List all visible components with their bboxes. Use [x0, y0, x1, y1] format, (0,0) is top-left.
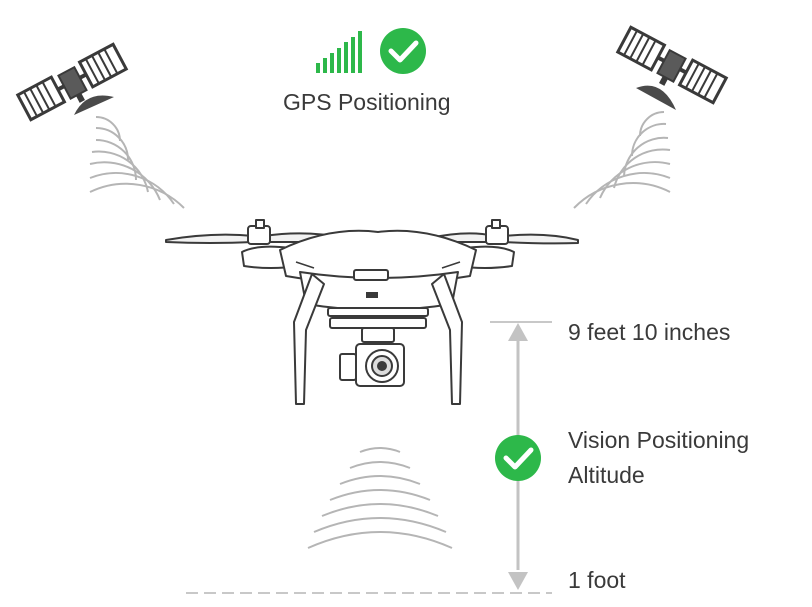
vision-altitude-label: Altitude: [568, 462, 645, 488]
satellite-right-icon: [615, 25, 729, 110]
vision-sensor-waves: [307, 447, 453, 549]
vision-positioning-label: Vision Positioning: [568, 427, 750, 453]
quadcopter-drone-icon: [165, 219, 579, 405]
max-altitude-label: 9 feet 10 inches: [568, 319, 731, 345]
gps-check-circle-icon: [380, 28, 426, 74]
vision-check-circle-icon: [495, 435, 541, 481]
satellite-left-icon: [15, 42, 129, 122]
signal-waves-right: [573, 111, 671, 209]
signal-waves-left: [89, 116, 185, 209]
min-altitude-label: 1 foot: [568, 567, 626, 593]
signal-bars-icon: [316, 31, 362, 73]
gps-positioning-label: GPS Positioning: [283, 89, 451, 115]
